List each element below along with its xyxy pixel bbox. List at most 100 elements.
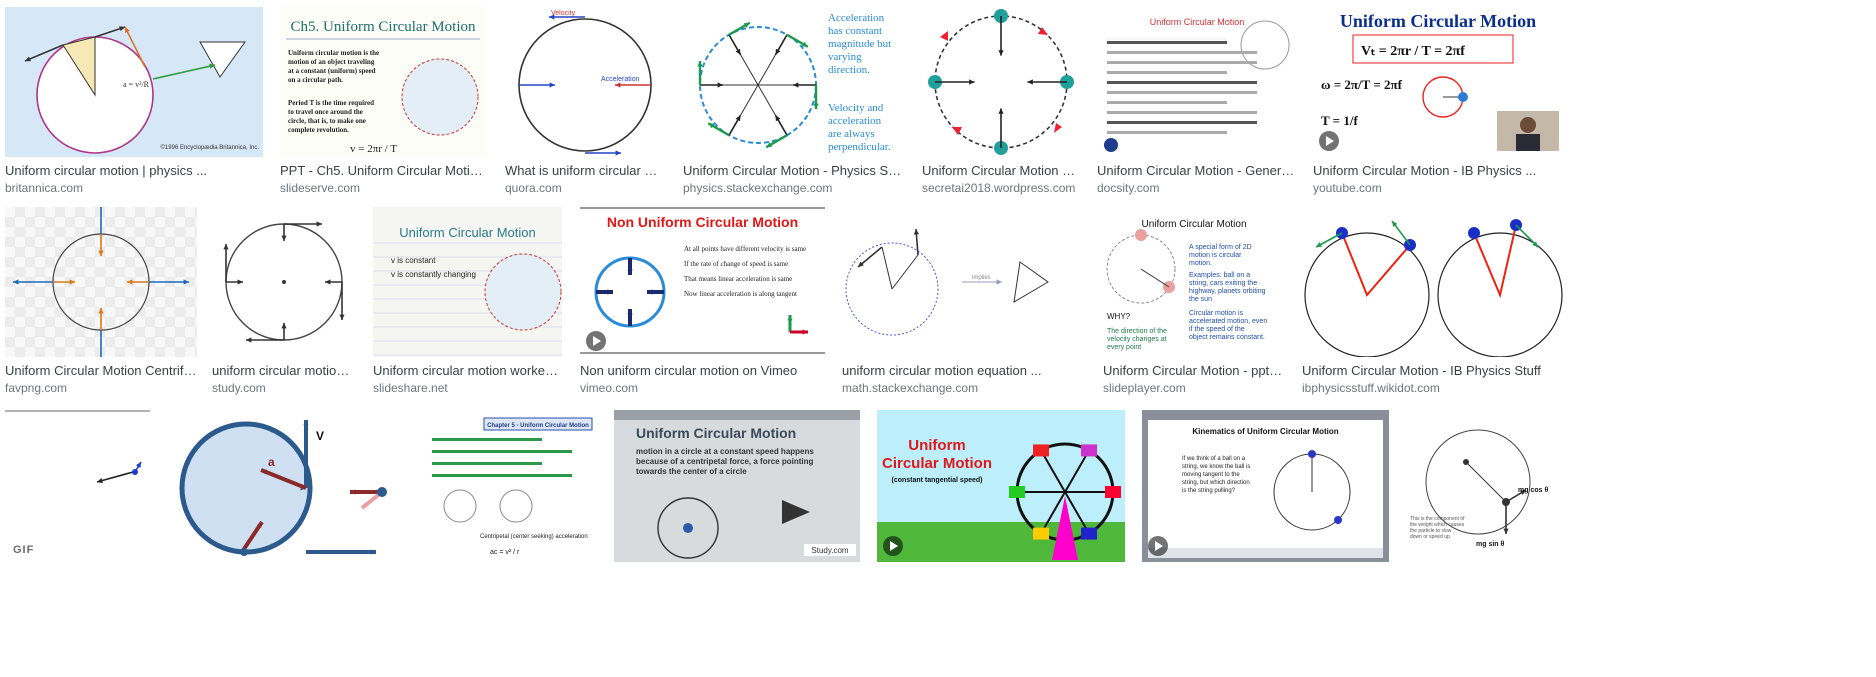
svg-text:direction.: direction.: [828, 64, 870, 76]
result-caption[interactable]: PPT - Ch5. Uniform Circular Motion ...: [280, 163, 486, 178]
result-source: britannica.com: [5, 181, 84, 195]
svg-text:At all points have different v: At all points have different velocity is…: [684, 245, 806, 253]
svg-text:The direction of the: The direction of the: [1107, 328, 1167, 335]
svg-text:Examples: ball on a: Examples: ball on a: [1189, 272, 1250, 279]
result-caption[interactable]: Uniform Circular Motion - IB Physics ...: [1313, 163, 1537, 178]
svg-text:ac = v² / r: ac = v² / r: [490, 549, 520, 556]
result-caption[interactable]: Uniform circular motion | physics ...: [5, 163, 208, 178]
svg-text:the particle to slow: the particle to slow: [1410, 528, 1452, 534]
result-caption[interactable]: uniform circular motion equation ...: [842, 363, 1042, 378]
svg-text:Circular Motion: Circular Motion: [882, 455, 992, 472]
svg-text:object remains constant.: object remains constant.: [1189, 334, 1265, 341]
result-thumbnail[interactable]: GIF: [5, 410, 150, 562]
svg-text:circle, that is, to make one: circle, that is, to make one: [288, 117, 366, 125]
result-thumbnail[interactable]: a = v²/R©1996 Encyclopædia Britannica, I…: [5, 7, 263, 157]
result-source: study.com: [212, 381, 266, 395]
image-result[interactable]: GIF: [5, 410, 150, 607]
svg-text:velocity changes at: velocity changes at: [1107, 336, 1167, 343]
svg-text:mg sin θ: mg sin θ: [1476, 541, 1505, 548]
result-caption[interactable]: Uniform Circular Motion - General ...: [1097, 163, 1297, 178]
image-result[interactable]: uniform circular motion ... study.com: [212, 207, 355, 402]
svg-text:perpendicular.: perpendicular.: [828, 141, 891, 153]
svg-text:is the string pulling?: is the string pulling?: [1182, 488, 1236, 494]
result-caption[interactable]: Uniform Circular Motion - IB Physics Stu…: [1302, 363, 1541, 378]
result-caption[interactable]: uniform circular motion ...: [212, 363, 355, 378]
svg-text:if the speed of the: if the speed of the: [1189, 326, 1245, 333]
image-result[interactable]: implies uniform circular motion equation …: [842, 207, 1086, 402]
svg-text:acceleration: acceleration: [828, 115, 882, 127]
svg-text:Study.com: Study.com: [811, 546, 849, 555]
result-source: youtube.com: [1313, 181, 1382, 195]
result-source: secretai2018.wordpress.com: [922, 181, 1076, 195]
svg-text:string, cars exiting the: string, cars exiting the: [1189, 280, 1257, 287]
result-caption[interactable]: Uniform Circular Motion - ppt downl...: [1103, 363, 1285, 378]
play-icon: [1148, 536, 1168, 556]
result-thumbnail[interactable]: implies: [842, 207, 1086, 357]
svg-text:(constant tangential speed): (constant tangential speed): [891, 477, 982, 484]
result-caption[interactable]: Uniform Circular Motion - Physics Stack …: [683, 163, 904, 178]
svg-text:Velocity: Velocity: [551, 10, 576, 17]
result-thumbnail[interactable]: [5, 207, 197, 357]
svg-text:motion is circular: motion is circular: [1189, 252, 1242, 259]
result-caption[interactable]: Uniform Circular Motion Centrifugal ...: [5, 363, 197, 378]
svg-text:has constant: has constant: [828, 25, 882, 37]
svg-text:towards the center of a circle: towards the center of a circle: [636, 467, 747, 476]
svg-text:If the rate of change of speed: If the rate of change of speed is same: [684, 260, 788, 268]
result-thumbnail[interactable]: [212, 207, 355, 357]
svg-text:Acceleration: Acceleration: [601, 76, 640, 83]
svg-text:Now linear acceleration is alo: Now linear acceleration is along tangent: [684, 290, 797, 298]
svg-text:Uniform Circular Motion: Uniform Circular Motion: [1340, 11, 1536, 31]
result-thumbnail[interactable]: [1302, 207, 1564, 357]
result-source: vimeo.com: [580, 381, 639, 395]
svg-text:Velocity and: Velocity and: [828, 102, 884, 114]
image-result[interactable]: Non Uniform Circular Motion At all points…: [580, 207, 825, 402]
svg-text:Non Uniform Circular Motion: Non Uniform Circular Motion: [607, 214, 798, 230]
image-result[interactable]: a = v²/R©1996 Encyclopædia Britannica, I…: [5, 7, 263, 202]
result-caption[interactable]: Uniform circular motion worked exam...: [373, 363, 562, 378]
result-caption[interactable]: Uniform Circular Motion – The ...: [922, 163, 1080, 178]
image-result[interactable]: Uniform Circular Motion – The ... secreta…: [922, 7, 1080, 202]
image-result[interactable]: Uniform Circular Motion - IB Physics Stu…: [1302, 207, 1564, 402]
svg-text:string, we know the ball is: string, we know the ball is: [1182, 464, 1250, 470]
svg-text:That means linear acceleration: That means linear acceleration is same: [684, 275, 792, 283]
svg-text:varying: varying: [828, 51, 862, 63]
svg-text:the weight which causes: the weight which causes: [1410, 522, 1465, 528]
gif-badge: GIF: [13, 544, 35, 556]
result-source: favpng.com: [5, 381, 68, 395]
result-thumbnail[interactable]: Non Uniform Circular Motion At all points…: [580, 207, 825, 357]
result-caption[interactable]: Non uniform circular motion on Vimeo: [580, 363, 798, 378]
result-caption[interactable]: What is uniform circular motion...: [505, 163, 666, 178]
result-thumbnail[interactable]: Uniform Circular Motion: [1097, 7, 1297, 157]
result-source: math.stackexchange.com: [842, 381, 979, 395]
svg-text:T = 1/f: T = 1/f: [1321, 113, 1358, 128]
result-thumbnail[interactable]: [922, 7, 1080, 157]
image-result[interactable]: Uniform Circular Motion Centrifugal ... f…: [5, 207, 197, 402]
svg-text:Uniform Circular Motion: Uniform Circular Motion: [1141, 219, 1246, 230]
result-source: slideshare.net: [373, 381, 448, 395]
